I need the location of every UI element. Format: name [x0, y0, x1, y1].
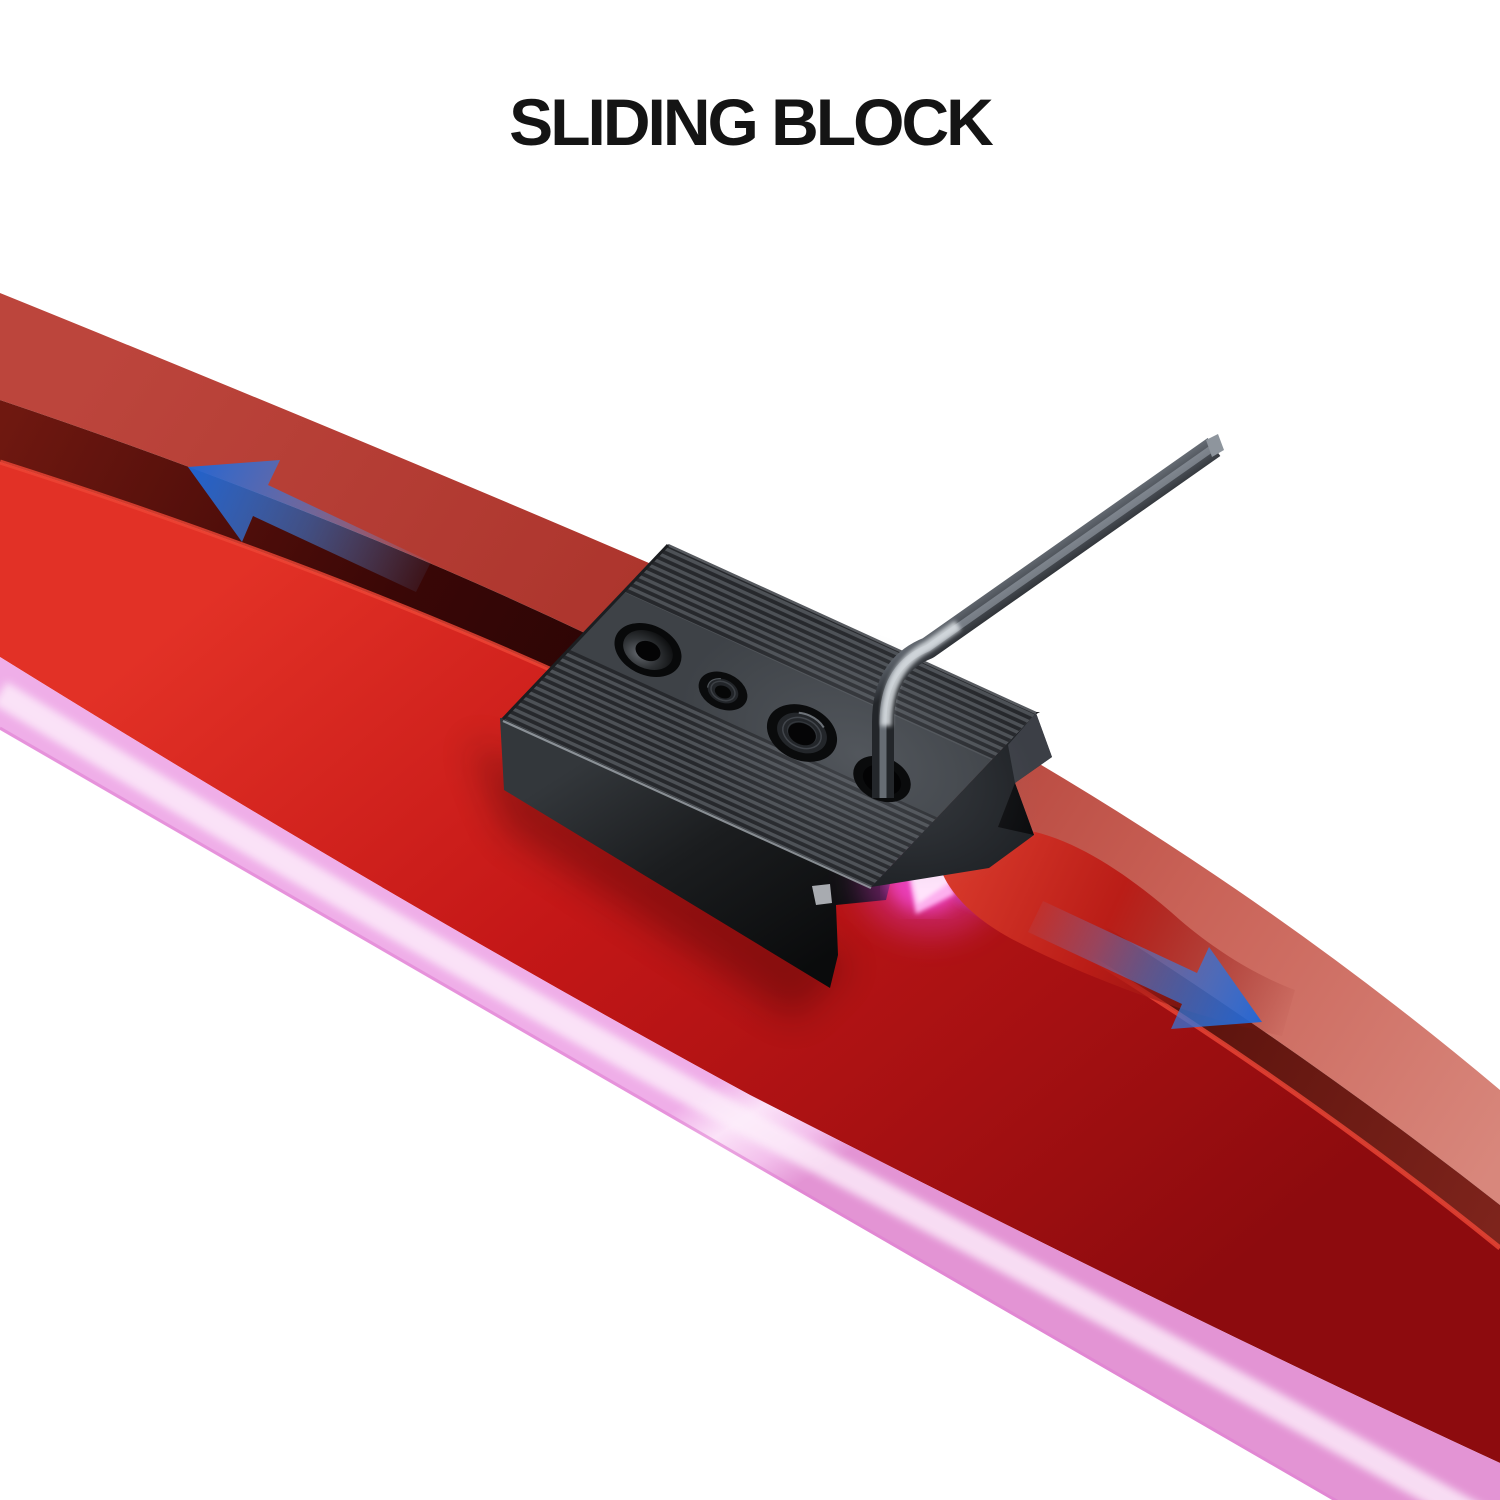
hex-key-tip-facet	[1206, 434, 1224, 457]
block-top-plate	[501, 543, 1040, 890]
led-strip-bottom-edge	[0, 726, 1339, 1500]
led-strip	[0, 657, 1500, 1500]
led-strip-core	[0, 681, 1474, 1500]
clamp-edge-catchlight	[812, 884, 832, 905]
hex-key	[872, 434, 1224, 798]
hole-countersunk	[614, 623, 682, 677]
hole-threaded-large	[766, 704, 838, 762]
hex-key-elbow-highlight	[880, 620, 962, 727]
page-title: SLIDING BLOCK	[509, 85, 994, 159]
rail-top-face	[0, 293, 1500, 1205]
arrow-down-right-icon	[1028, 901, 1262, 1029]
arrow-up-left-icon	[188, 460, 431, 592]
rail-slot-channel	[0, 400, 1500, 1248]
hole-threaded-small	[698, 671, 748, 711]
plate-sheen	[680, 620, 1040, 890]
